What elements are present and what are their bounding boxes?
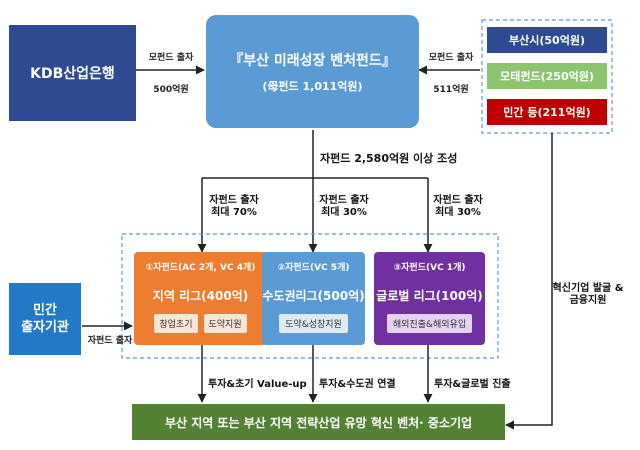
league-regional-header: ①자펀드(AC 2개, VC 4개) bbox=[145, 263, 256, 273]
arrow-investors-to-target bbox=[505, 133, 553, 430]
league-global-header: ③자펀드(VC 1개) bbox=[393, 263, 466, 273]
kdb-arrow-top-label: 모펀드 출자 bbox=[148, 53, 194, 63]
outcome-label-2: 투자&수도권 연결 bbox=[319, 379, 396, 390]
leagues-dashed-border bbox=[121, 233, 499, 359]
outcome-label-1: 투자&초기 Value-up bbox=[208, 379, 307, 390]
investor-busan-city: 부산시(50억원) bbox=[487, 27, 607, 53]
investors-dashed-border bbox=[481, 19, 613, 134]
mother-fund-subtitle: (母펀드 1,011억원) bbox=[262, 79, 363, 93]
league-regional-box: ①자펀드(AC 2개, VC 4개) 지역 리그(400억) 창업초기 도약지원 bbox=[134, 252, 267, 345]
league-capital-header: ②자펀드(VC 5개) bbox=[277, 263, 350, 273]
tag-leap-growth-support: 도약&성장지원 bbox=[279, 314, 348, 333]
target-box: 부산 지역 또는 부산 지역 전략산업 유망 혁신 벤처· 중소기업 bbox=[132, 404, 505, 440]
branch-label-1: 자펀드 출자 최대 70% bbox=[209, 195, 259, 218]
tag-leap-support: 도약지원 bbox=[203, 314, 247, 333]
league-global-box: ③자펀드(VC 1개) 글로벌 리그(100억) 해외진출&해외유입 bbox=[374, 252, 485, 345]
league-capital-box: ②자펀드(VC 5개) 수도권리그(500억) 도약&성장지원 bbox=[262, 252, 365, 345]
sub-fund-total-label: 자펀드 2,580억원 이상 조성 bbox=[320, 152, 458, 165]
league-regional-title: 지역 리그(400억) bbox=[152, 289, 249, 303]
kdb-arrow-bottom-label: 500억원 bbox=[153, 85, 189, 95]
investor-private: 민간 등(211억원) bbox=[487, 99, 607, 125]
mother-fund-box: 『부산 미래성장 벤처펀드』 (母펀드 1,011억원) bbox=[206, 15, 419, 128]
branch-label-2: 자펀드 출자 최대 30% bbox=[319, 195, 369, 218]
league-capital-title: 수도권리그(500억) bbox=[262, 289, 365, 303]
private-arrow-label: 자펀드 출자 bbox=[87, 336, 133, 346]
right-side-label: 혁신기업 발굴 & 금융지원 bbox=[552, 283, 624, 306]
investor-mother-fund: 모태펀드(250억원) bbox=[487, 63, 607, 89]
kdb-box: KDB산업은행 bbox=[9, 25, 136, 121]
league-global-title: 글로벌 리그(100억) bbox=[376, 289, 483, 303]
private-investor-box: 민간 출자기관 bbox=[9, 283, 81, 355]
mother-fund-title: 『부산 미래성장 벤처펀드』 bbox=[229, 52, 396, 69]
kdb-label: KDB산업은행 bbox=[30, 66, 115, 82]
investors-arrow-bottom-label: 511억원 bbox=[433, 85, 469, 95]
tag-startup-early: 창업초기 bbox=[154, 314, 198, 333]
target-label: 부산 지역 또는 부산 지역 전략산업 유망 혁신 벤처· 중소기업 bbox=[164, 415, 473, 430]
tag-overseas: 해외진출&해외유입 bbox=[386, 314, 473, 333]
outcome-label-3: 투자&글로벌 진출 bbox=[434, 379, 511, 390]
branch-label-3: 자펀드 출자 최대 30% bbox=[433, 195, 483, 218]
investors-arrow-top-label: 모펀드 출자 bbox=[428, 53, 474, 63]
